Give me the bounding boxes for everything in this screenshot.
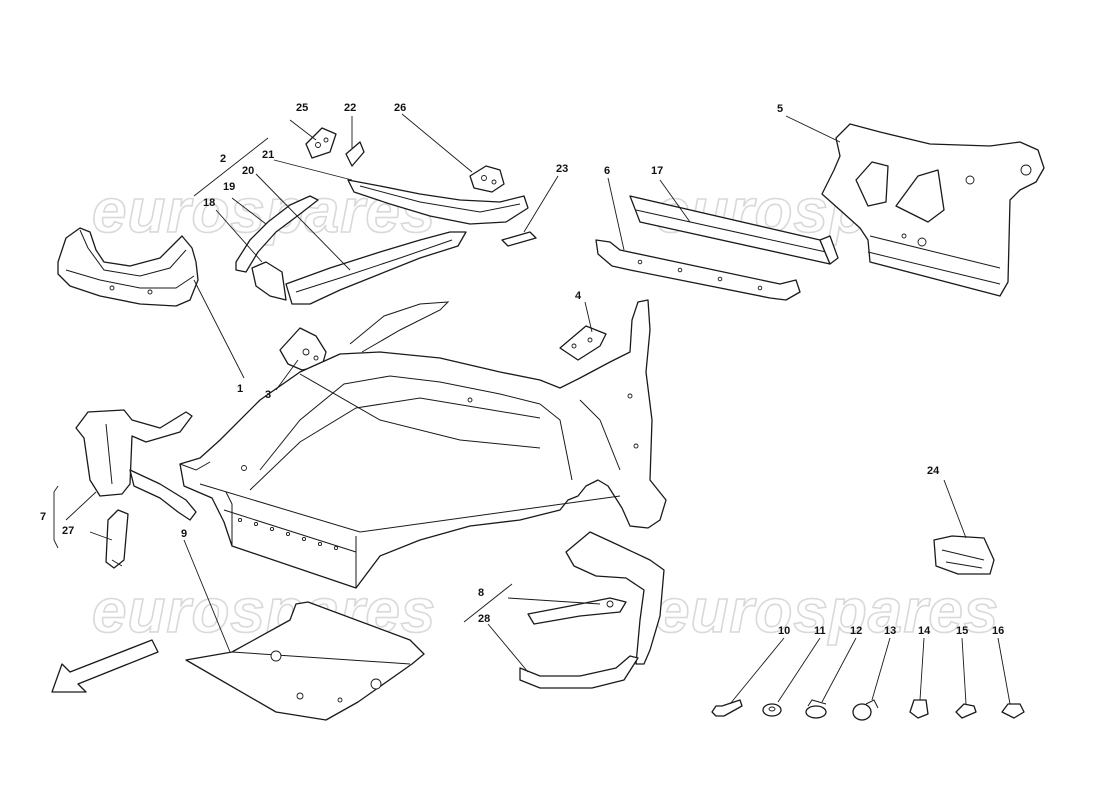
- callout-10: 10: [778, 625, 790, 637]
- bracket-7: [53, 485, 59, 549]
- part-6-side-rail: [595, 239, 801, 301]
- callout-12: 12: [850, 625, 862, 637]
- group-brackets: [53, 137, 513, 623]
- bracket-2: [193, 137, 269, 197]
- callout-27: 27: [62, 525, 74, 537]
- part-28-brace: [519, 655, 639, 689]
- part-12-bush: [805, 699, 827, 719]
- callout-13: 13: [884, 625, 896, 637]
- callout-21: 21: [262, 149, 274, 161]
- callout-22: 22: [344, 102, 356, 114]
- callout-15: 15: [956, 625, 968, 637]
- callout-19: 19: [223, 181, 235, 193]
- part-20-sill-panel: [285, 231, 467, 305]
- front-direction-arrow: [51, 639, 159, 693]
- part-7-support-bracket: [75, 409, 197, 521]
- part-25-bracket: [305, 127, 337, 159]
- leader-lines: [65, 113, 1011, 705]
- part-27-clamp: [105, 509, 129, 569]
- callout-25: 25: [296, 102, 308, 114]
- callout-17: 17: [651, 165, 663, 177]
- part-17-longitudinal-channel: [629, 195, 839, 265]
- callout-1: 1: [237, 383, 243, 395]
- part-23-clip: [501, 231, 537, 247]
- part-26-mount: [469, 165, 505, 193]
- part-16-screw: [1001, 703, 1025, 719]
- callout-20: 20: [242, 165, 254, 177]
- part-10-rivet: [711, 699, 743, 717]
- callout-labels: 1 2 3 4 5 6 7 8 9 10 11 12 13 14 15 16 1…: [40, 102, 1004, 637]
- part-14-grommet: [909, 699, 929, 719]
- part-11-plug: [762, 703, 782, 717]
- part-1-front-crossmember: [57, 227, 199, 307]
- callout-11: 11: [814, 625, 826, 637]
- frame-rivet-holes: [237, 393, 639, 551]
- part-22-bracket: [345, 141, 365, 167]
- callout-18: 18: [203, 197, 215, 209]
- part-9-underbody-panel: [185, 601, 425, 721]
- callout-23: 23: [556, 163, 568, 175]
- callout-3: 3: [265, 389, 271, 401]
- part-3-bracket: [279, 327, 327, 371]
- callout-28: 28: [478, 613, 490, 625]
- callout-8: 8: [478, 587, 484, 599]
- part-4-bracket: [559, 325, 607, 361]
- watermark-bottom-right: eurospares: [655, 577, 999, 646]
- callout-16: 16: [992, 625, 1004, 637]
- part-13-cap: [852, 699, 879, 721]
- part-8-lower-frame: [527, 531, 665, 665]
- callout-26: 26: [394, 102, 406, 114]
- part-5-bulkhead: [821, 123, 1045, 297]
- callout-7: 7: [40, 511, 46, 523]
- bracket-8: [463, 583, 513, 623]
- callout-5: 5: [777, 103, 783, 115]
- callout-6: 6: [604, 165, 610, 177]
- main-front-frame: [179, 299, 667, 589]
- callout-14: 14: [918, 625, 931, 637]
- callout-4: 4: [575, 290, 582, 302]
- part-15-bolt: [955, 703, 977, 719]
- callout-2: 2: [220, 153, 226, 165]
- part-21-scuttle-panel: [347, 179, 529, 225]
- callout-9: 9: [181, 528, 187, 540]
- part-24-lamp: [933, 535, 995, 575]
- callout-24: 24: [927, 465, 940, 477]
- part-18-arch-inner: [235, 195, 319, 301]
